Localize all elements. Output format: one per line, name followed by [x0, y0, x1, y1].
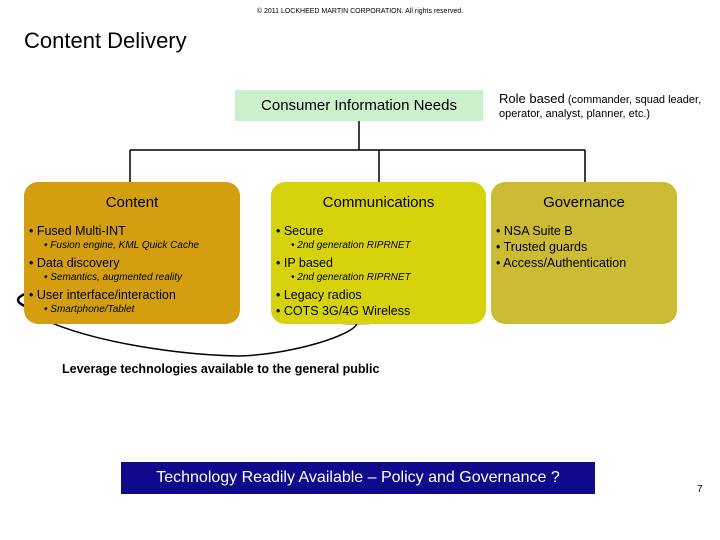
content-box: Content • Fused Multi-INT • Fusion engin… — [24, 182, 240, 324]
governance-heading: Governance — [543, 194, 625, 211]
page-number: 7 — [697, 484, 703, 495]
leverage-brace — [29, 312, 358, 357]
communications-box: Communications • Secure • 2nd generation… — [271, 182, 486, 324]
list-item: • Semantics, augmented reality — [44, 272, 183, 283]
role-note-lead: Role based — [499, 91, 565, 106]
list-item: • 2nd generation RIPRNET — [291, 240, 411, 251]
leverage-caption: Leverage technologies available to the g… — [62, 362, 380, 376]
list-item: • Data discovery — [29, 256, 120, 270]
consumer-needs-box: Consumer Information Needs — [235, 90, 483, 121]
list-item: • NSA Suite B — [496, 224, 573, 238]
list-item: • Access/Authentication — [496, 256, 627, 270]
governance-box: Governance • NSA Suite B • Trusted guard… — [491, 182, 677, 324]
list-item: • User interface/interaction — [29, 288, 176, 302]
list-item: • IP based — [276, 256, 333, 270]
list-item: • Fusion engine, KML Quick Cache — [44, 240, 200, 251]
copyright-notice: © 2011 LOCKHEED MARTIN CORPORATION. All … — [256, 8, 464, 15]
content-list: • Fused Multi-INT • Fusion engine, KML Q… — [24, 223, 240, 317]
governance-list: • NSA Suite B • Trusted guards • Access/… — [491, 223, 677, 271]
list-item: • Secure — [276, 224, 324, 238]
list-item: • Fused Multi-INT — [29, 224, 126, 238]
communications-list: • Secure • 2nd generation RIPRNET • IP b… — [271, 223, 486, 319]
list-item: • Smartphone/Tablet — [44, 304, 135, 315]
list-item: • Legacy radios — [276, 288, 362, 302]
list-item: • Trusted guards — [496, 240, 588, 254]
communications-heading: Communications — [322, 194, 435, 211]
role-note-detail: (commander, squad leader, operator, anal… — [499, 94, 702, 120]
role-note: Role based (commander, squad leader, ope… — [499, 92, 704, 121]
slide-title: Content Delivery — [24, 28, 187, 53]
list-item: • COTS 3G/4G Wireless — [276, 304, 411, 318]
content-heading: Content — [105, 194, 159, 211]
summary-banner: Technology Readily Available – Policy an… — [121, 462, 595, 494]
list-item: • 2nd generation RIPRNET — [291, 272, 411, 283]
